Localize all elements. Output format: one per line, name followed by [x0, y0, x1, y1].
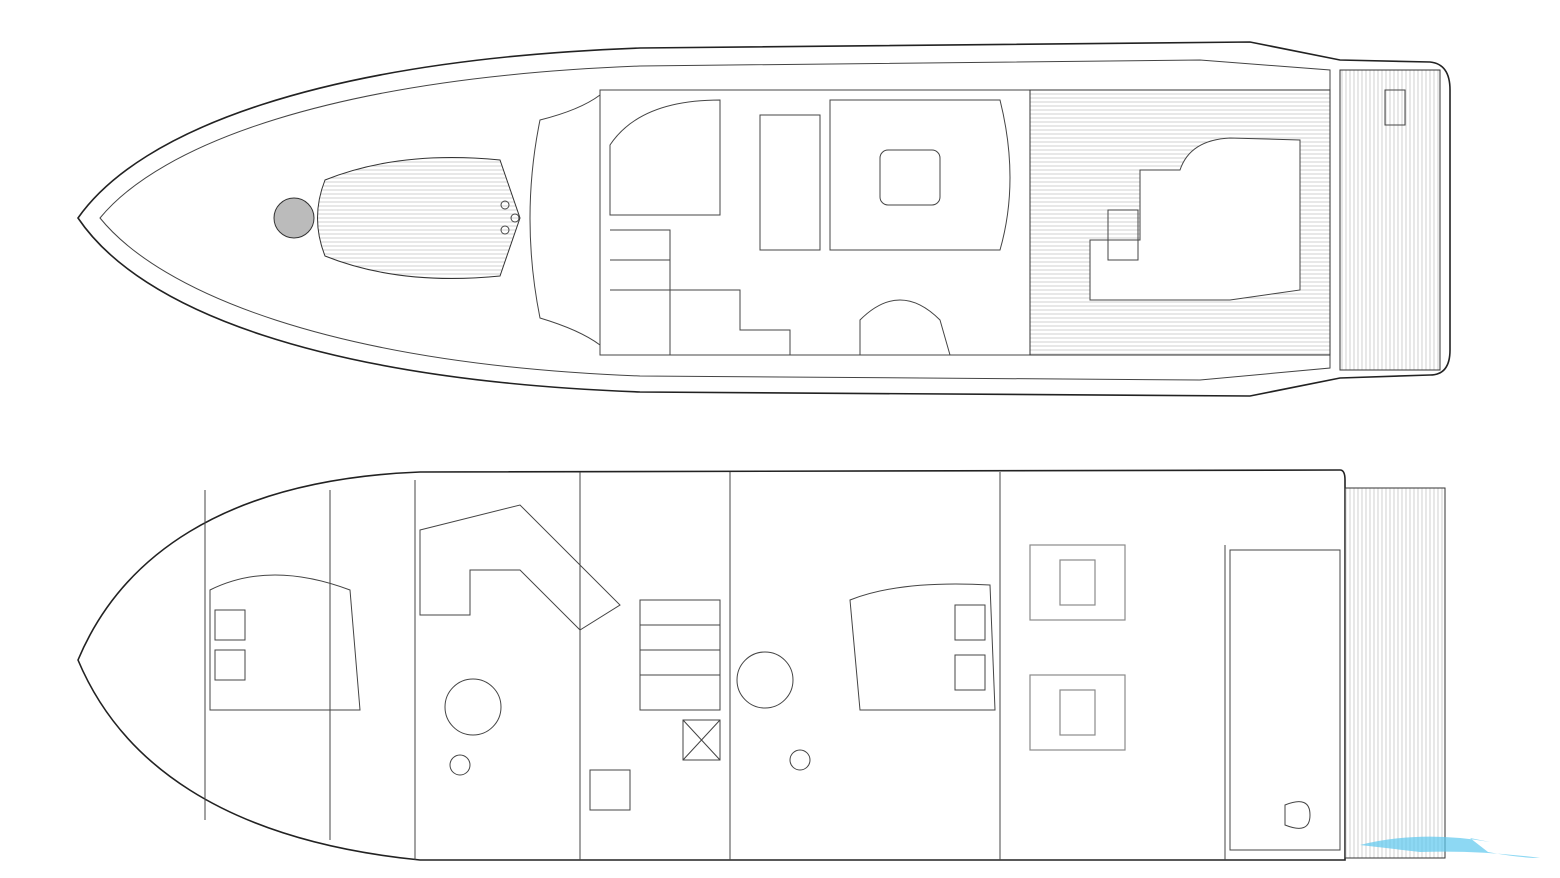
aft-sunpad	[1089, 137, 1301, 301]
lower-deck-plan	[77, 469, 1446, 861]
main-deck-plan	[77, 41, 1451, 397]
hull-outline-top	[77, 41, 1451, 397]
companionway-stairs	[639, 599, 721, 711]
helm-seat	[759, 114, 821, 251]
side-seat	[859, 299, 951, 356]
swim-platform-lower	[1344, 487, 1446, 859]
cooktop	[589, 769, 631, 811]
pillow	[954, 604, 986, 641]
sink-icon	[789, 749, 811, 771]
salon-sofa	[419, 504, 621, 631]
stairs	[610, 229, 791, 355]
pillow	[954, 654, 986, 691]
engine-icon	[1029, 544, 1126, 751]
cockpit-sofa	[829, 99, 1011, 251]
hatch-icon	[273, 197, 315, 239]
foredeck-sunpad	[317, 157, 521, 279]
crew-cabin	[1229, 549, 1341, 851]
toilet-icon	[1284, 801, 1311, 829]
watermark-logo	[1360, 836, 1540, 858]
wet-bar	[609, 99, 721, 216]
pillow	[214, 649, 246, 681]
shower-icon	[444, 678, 502, 736]
hatch-icon	[1384, 89, 1406, 126]
cockpit-area	[599, 89, 1031, 356]
shower-icon	[736, 651, 794, 709]
pillow	[214, 609, 246, 641]
hull-outline-bottom	[77, 469, 1346, 861]
forward-cabin-berth	[209, 574, 361, 711]
windscreen	[529, 94, 601, 346]
swim-platform	[1339, 69, 1441, 371]
vents-icon	[500, 200, 520, 235]
sink-icon	[449, 754, 471, 776]
hatch-x	[682, 719, 721, 761]
table	[879, 149, 941, 206]
bulkheads	[204, 472, 1226, 860]
aft-table	[1107, 209, 1139, 261]
master-cabin-berth	[849, 583, 996, 711]
